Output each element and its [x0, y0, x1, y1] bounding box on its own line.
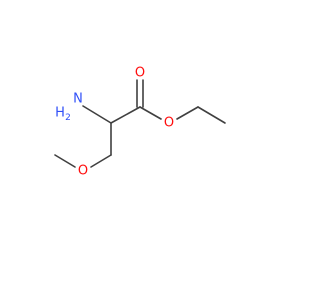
- bond-c1-oester: [139, 106, 162, 120]
- amine-n-label: N: [73, 92, 83, 107]
- bond-oester-ch2: [176, 106, 199, 120]
- amine-h-subscript: 2: [65, 113, 71, 123]
- carbonyl-oxygen-label: O: [135, 66, 145, 81]
- bond-ch2-ch3: [197, 106, 226, 124]
- ester-oxygen-label: O: [164, 116, 174, 131]
- molecule-canvas: H 2 N O O O: [54, 66, 226, 179]
- bond-c3-oether: [90, 154, 112, 168]
- bonds: [54, 79, 226, 168]
- ether-oxygen-label: O: [78, 164, 88, 179]
- bond-c2-n: [82, 105, 112, 124]
- bond-oether-ch3: [54, 154, 76, 168]
- molecule-structure: H 2 N O O O: [54, 66, 226, 179]
- amine-h-label: H: [55, 106, 65, 121]
- bond-c2-c1: [110, 106, 141, 124]
- atom-labels: H 2 N O O O: [55, 66, 174, 179]
